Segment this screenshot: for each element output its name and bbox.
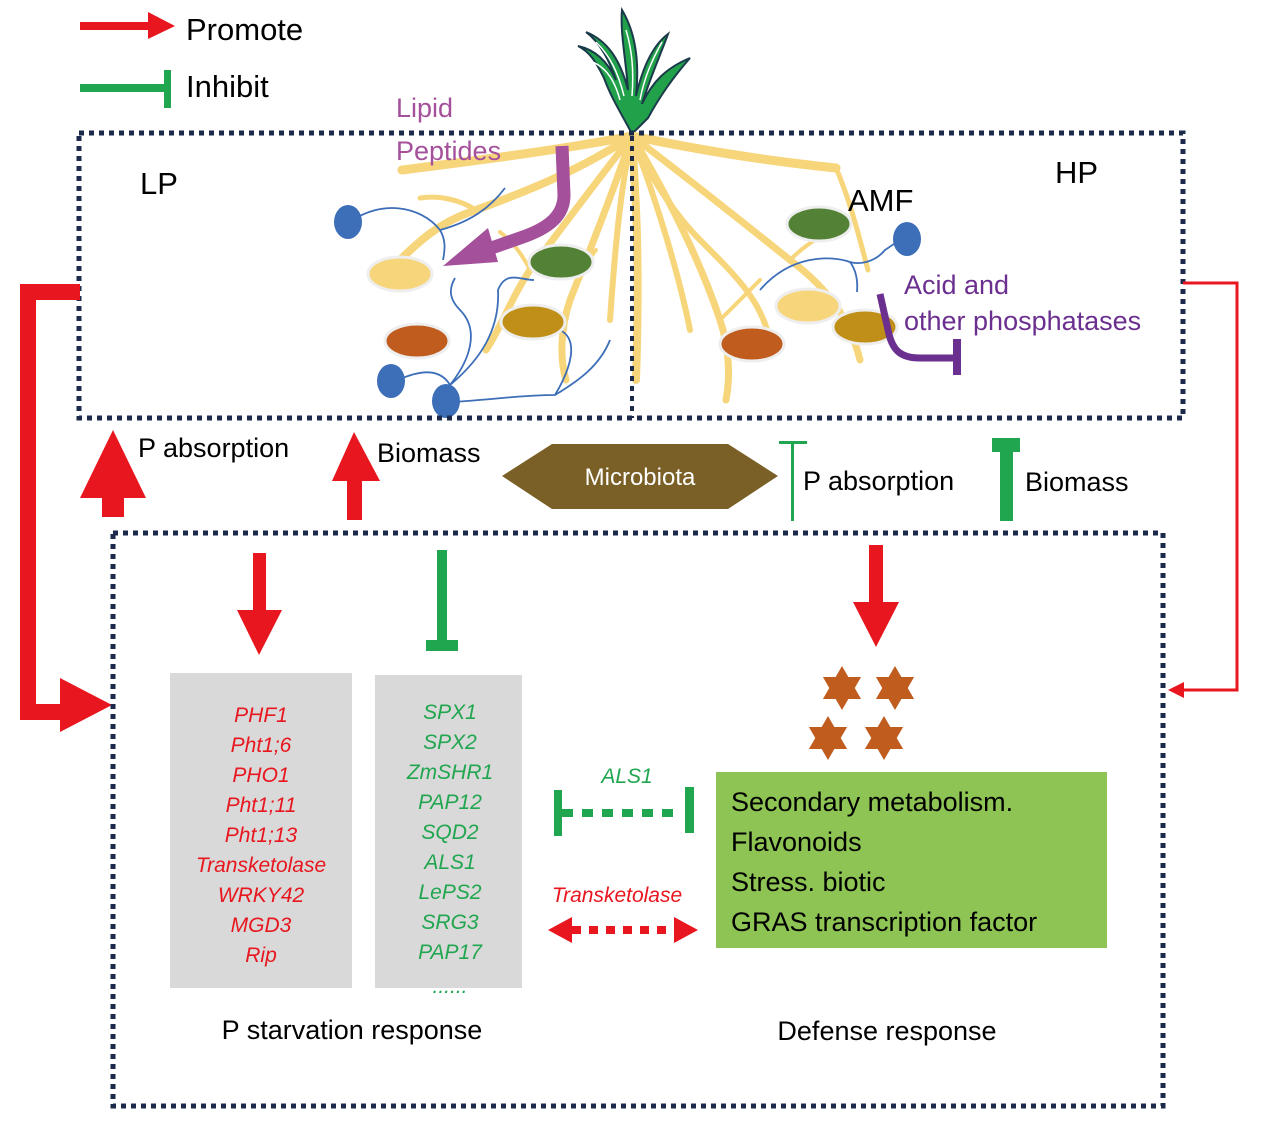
peptides-label: Peptides xyxy=(396,136,501,166)
defense-item: Flavonoids xyxy=(731,827,862,857)
star-icon xyxy=(875,677,915,710)
p-absorption-up-arrow-icon xyxy=(80,430,146,517)
microbiota-label: Microbiota xyxy=(585,464,696,491)
spore-icon xyxy=(432,384,460,418)
microbe-green-icon xyxy=(527,243,595,281)
lp-label: LP xyxy=(140,166,178,201)
p-absorption-inhibit-icon xyxy=(779,441,807,521)
inhibit-down-bar-icon xyxy=(426,550,458,651)
transketolase-link-label: Transketolase xyxy=(552,884,682,907)
promoted-gene: Pht1;13 xyxy=(225,824,298,847)
microbe-orange-icon xyxy=(718,325,786,363)
inhibit-bar-icon xyxy=(80,70,171,108)
phosphatase-label-line2: other phosphatases xyxy=(904,306,1141,336)
inhibited-gene: PAP17 xyxy=(418,941,483,964)
p-starvation-response-label: P starvation response xyxy=(222,1015,483,1045)
defense-item: GRAS transcription factor xyxy=(731,907,1037,937)
flavonoid-stars xyxy=(808,666,915,760)
defense-response-label: Defense response xyxy=(777,1016,996,1046)
hyphae xyxy=(349,187,901,403)
microbe-orange-icon xyxy=(383,322,451,360)
defense-down-arrow-icon xyxy=(853,545,899,647)
inhibited-gene: PAP12 xyxy=(418,791,482,814)
microbe-yellow-icon xyxy=(366,255,434,293)
phosphatase-label-line1: Acid and xyxy=(904,270,1009,300)
legend-promote-label: Promote xyxy=(186,12,303,47)
legend-inhibit-label: Inhibit xyxy=(186,69,269,104)
inhibited-gene: SRG3 xyxy=(421,911,479,934)
inhibited-gene: SQD2 xyxy=(421,821,479,844)
als1-inhibit-link-icon xyxy=(554,787,694,836)
inhibited-gene: SPX1 xyxy=(423,701,477,724)
star-icon xyxy=(822,677,862,710)
spore-icon xyxy=(334,205,362,239)
microbe-ochre-icon xyxy=(499,303,567,341)
promoted-gene: Rip xyxy=(245,944,277,967)
microbe-yellow-icon xyxy=(774,287,842,325)
lipid-label: Lipid xyxy=(396,93,453,123)
inhibited-gene: SPX2 xyxy=(423,731,477,754)
star-icon xyxy=(864,727,904,760)
hp-feedback-arrow-icon xyxy=(1168,281,1239,698)
inhibited-gene: ALS1 xyxy=(422,851,475,874)
spore-icon xyxy=(893,222,921,256)
left-biomass-label: Biomass xyxy=(377,438,481,468)
transketolase-bidirectional-link-icon xyxy=(548,917,698,943)
defense-item: Stress. biotic xyxy=(731,867,886,897)
plant-icon xyxy=(577,6,691,136)
left-p-absorption-label: P absorption xyxy=(138,433,289,463)
promoted-gene: WRKY42 xyxy=(218,884,305,907)
bottom-panel: PHF1Pht1;6PHO1Pht1;11Pht1;13Transketolas… xyxy=(110,530,1166,1109)
inhibited-gene: ZmSHR1 xyxy=(406,761,493,784)
lipid-peptide-arrow-icon xyxy=(443,145,571,266)
lp-feedback-arrow-icon xyxy=(20,284,112,732)
right-p-absorption-label: P absorption xyxy=(803,466,954,496)
amf-label: AMF xyxy=(848,183,913,218)
promoted-gene: Pht1;6 xyxy=(231,734,292,757)
bottom-panel-border xyxy=(110,530,1166,1109)
inhibited-gene: LePS2 xyxy=(418,881,481,904)
inhibited-genes-more: ...... xyxy=(432,975,467,998)
microbe-green-icon xyxy=(785,205,853,243)
middle-row: P absorption Biomass Microbiota P absorp… xyxy=(80,430,1129,521)
als1-link-label: ALS1 xyxy=(599,765,652,788)
promoted-gene: PHF1 xyxy=(234,704,288,727)
promoted-gene: MGD3 xyxy=(231,914,292,937)
right-biomass-label: Biomass xyxy=(1025,467,1129,497)
microbe-ochre-icon xyxy=(831,308,899,346)
phosphatase-inhibit-icon xyxy=(876,293,961,375)
defense-items-box xyxy=(716,772,1107,948)
promote-arrow-icon xyxy=(80,12,175,39)
promoted-gene: Pht1;11 xyxy=(226,794,297,817)
legend: Promote Inhibit xyxy=(80,12,303,108)
promote-down-arrow-icon xyxy=(237,553,282,655)
inhibited-genes-list: SPX1SPX2ZmSHR1PAP12SQD2ALS1LePS2SRG3PAP1… xyxy=(406,701,493,964)
defense-item: Secondary metabolism. xyxy=(731,787,1013,817)
star-icon xyxy=(808,727,848,760)
promoted-genes-list: PHF1Pht1;6PHO1Pht1;11Pht1;13Transketolas… xyxy=(196,704,326,967)
biomass-up-arrow-icon xyxy=(332,432,380,520)
top-panel: LP HP Lipid Peptides AMF Acid and other … xyxy=(76,93,1186,421)
spore-icon xyxy=(377,364,405,398)
inhibited-genes-box xyxy=(375,675,522,988)
top-panel-border xyxy=(76,130,1186,421)
microbiota-badge: Microbiota xyxy=(502,444,778,509)
promoted-gene: Transketolase xyxy=(196,854,326,877)
fungal-spores xyxy=(334,205,921,418)
promoted-genes-box xyxy=(170,673,352,988)
biomass-inhibit-icon xyxy=(992,438,1020,521)
promoted-gene: PHO1 xyxy=(232,764,289,787)
hp-label: HP xyxy=(1055,155,1098,190)
